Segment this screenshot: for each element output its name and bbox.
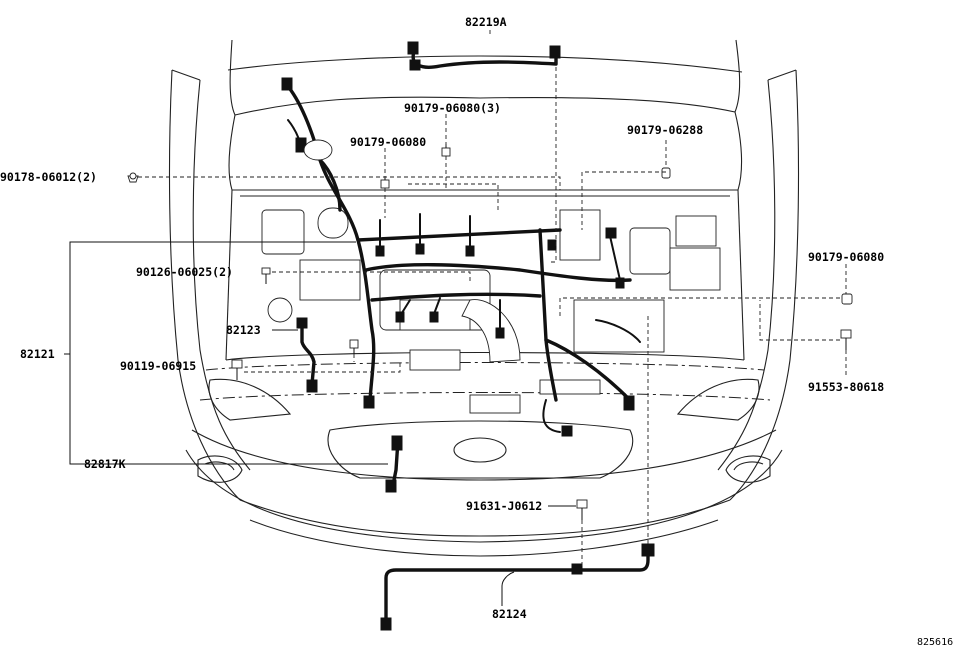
fasteners [127,144,853,520]
vehicle-body-outline [168,39,800,557]
clip-90179-06080-b-icon [841,293,853,305]
clip-90126-06025-icon [261,267,271,284]
clip-90179-06288-icon [661,167,671,179]
harness-82817k [385,435,403,493]
clip-82123-icon [349,339,359,354]
label-82123: 82123 [226,323,261,337]
label-82817k: 82817K [84,457,126,471]
hood-harness-82219a [407,41,561,71]
label-90179-06080-b: 90179-06080 [808,250,884,264]
main-wire-harness [281,77,641,437]
bolt-91553-80618-icon [840,329,852,350]
label-90179-06288: 90179-06288 [627,123,703,137]
engine-components [261,207,721,414]
label-82124: 82124 [492,607,527,621]
label-82121: 82121 [20,347,55,361]
diagram-reference-number: 825616 [917,637,953,648]
label-90119-06915: 90119-06915 [120,359,196,373]
label-82219a: 82219A [465,15,507,29]
harness-82124 [380,543,655,631]
label-90126-06025-2: 90126-06025(2) [136,265,233,279]
bolt-91631-j0612-icon [576,499,588,520]
harness-82123 [296,317,318,393]
label-90179-06080-a: 90179-06080 [350,135,426,149]
bolt-90119-06915-icon [231,359,243,380]
clip-90178-06012-icon [127,172,139,183]
label-91553-80618: 91553-80618 [808,380,884,394]
callout-labels: 82219A 90179-06080(3) 90179-06080 90179-… [0,15,953,648]
label-91631-j0612: 91631-J0612 [466,499,542,513]
leader-lines [64,30,847,606]
label-90179-06080-3: 90179-06080(3) [404,101,501,115]
label-90178-06012-2: 90178-06012(2) [0,170,97,184]
